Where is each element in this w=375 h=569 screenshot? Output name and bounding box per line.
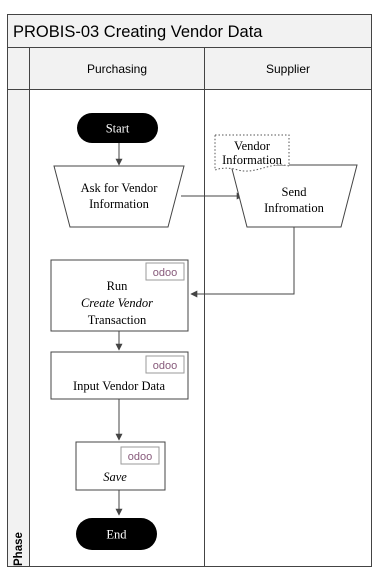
lane-purchasing-header: Purchasing (87, 62, 147, 76)
connector-send-to-run (190, 227, 295, 298)
diagram-title: PROBIS-03 Creating Vendor Data (13, 23, 263, 41)
start-label: Start (106, 122, 130, 136)
send-info-shape (230, 164, 358, 228)
lane-supplier-header: Supplier (266, 62, 310, 76)
save-label: Save (103, 470, 127, 484)
vendor-information-line1: Vendor (234, 139, 271, 153)
svg-text:odoo: odoo (153, 360, 177, 372)
run-line3: Transaction (88, 313, 147, 327)
svg-text:odoo: odoo (128, 451, 152, 463)
lane-header-row (7, 47, 372, 90)
vendor-information-line2: Information (222, 153, 282, 167)
odoo-logo: odoo (145, 262, 185, 281)
input-vendor-data-label: Input Vendor Data (73, 379, 166, 393)
odoo-logo: odoo (120, 446, 160, 465)
title-bar (7, 14, 372, 48)
ask-vendor-info-line2: Information (89, 197, 149, 211)
end-label: End (106, 528, 127, 542)
run-line1: Run (107, 279, 129, 293)
phase-label: Phase (13, 532, 25, 566)
vendor-information-document (214, 134, 290, 172)
odoo-logo: odoo (145, 355, 185, 374)
start-terminal (77, 113, 158, 143)
phase-column (7, 47, 30, 567)
send-info-line1: Send (282, 185, 308, 199)
send-info-line2: Infromation (264, 201, 324, 215)
run-line2: Create Vendor (81, 296, 153, 310)
ask-vendor-info-line1: Ask for Vendor (81, 181, 159, 195)
end-terminal (76, 518, 157, 550)
svg-text:odoo: odoo (153, 267, 177, 279)
ask-vendor-info-shape (53, 165, 185, 228)
